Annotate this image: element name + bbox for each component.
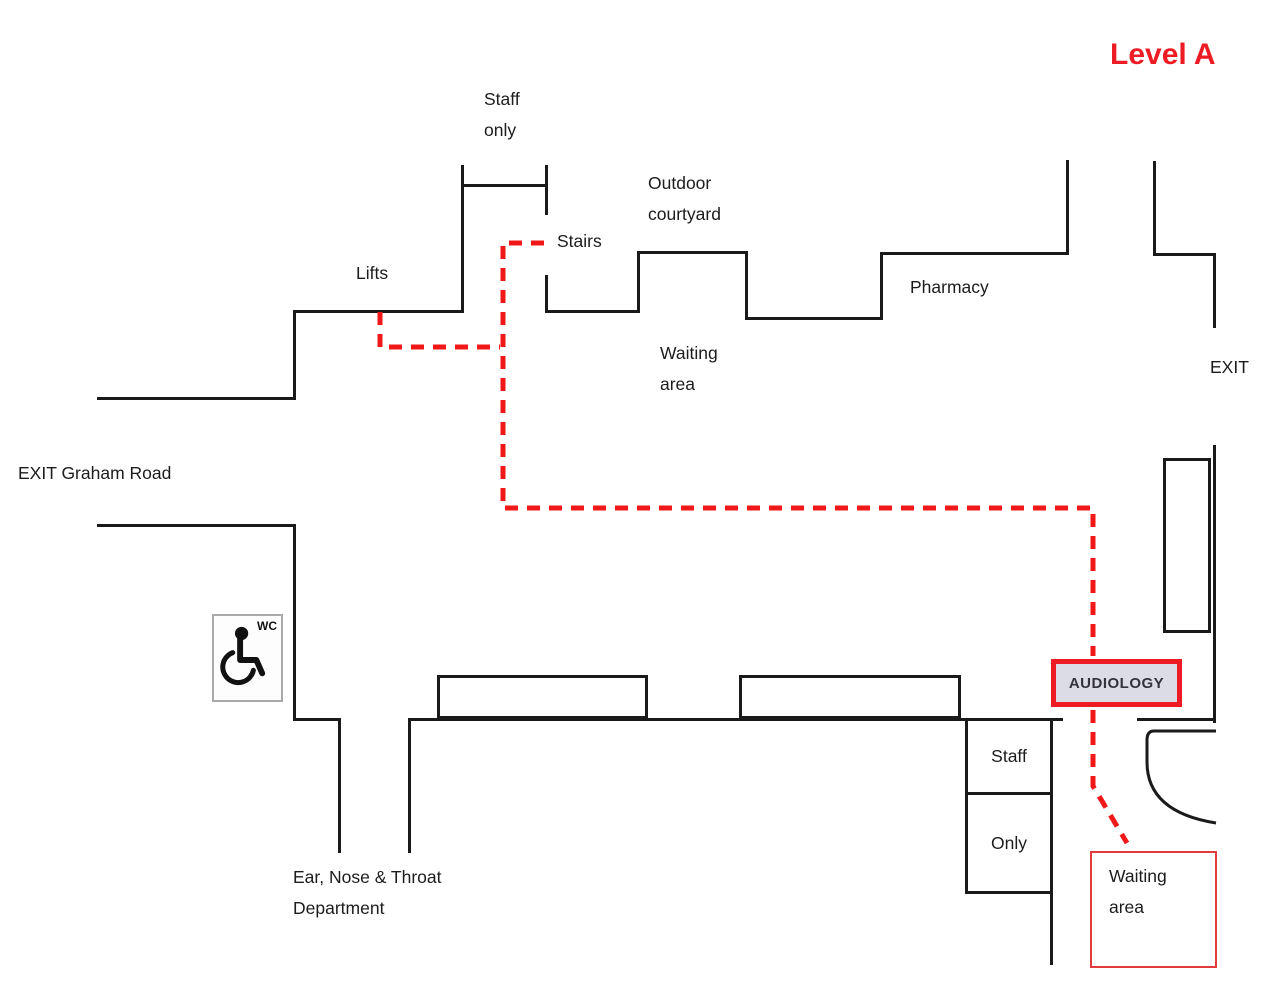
central-waiting-label: Waiting area	[660, 343, 718, 394]
counter-1	[437, 675, 648, 719]
wall-segment	[545, 310, 640, 313]
wall-segment	[545, 165, 548, 215]
wall-segment	[1213, 445, 1216, 723]
ent-department-label: Ear, Nose & Throat Department	[293, 867, 442, 918]
wall-segment	[97, 524, 296, 527]
route-segment-2	[1090, 710, 1130, 845]
wall-segment	[1050, 894, 1053, 965]
audiology-room-badge: AUDIOLOGY	[1051, 659, 1182, 707]
wall-segment	[461, 184, 548, 187]
wall-segment	[97, 397, 296, 400]
right-side-room	[1163, 458, 1211, 633]
wall-segment	[1153, 161, 1156, 256]
wall-segment	[293, 310, 464, 313]
outdoor-courtyard-label: Outdoor courtyard	[648, 173, 721, 224]
staff-room-label: Staff	[991, 746, 1027, 766]
only-room: Only	[965, 792, 1053, 894]
counter-2	[739, 675, 961, 719]
wall-segment	[880, 252, 883, 320]
wall-segment	[637, 251, 748, 254]
wall-segment	[745, 251, 748, 320]
audiology-label: AUDIOLOGY	[1068, 674, 1165, 692]
wall-segment	[293, 524, 296, 721]
wall-segment	[1213, 253, 1216, 328]
wall-segment	[293, 718, 341, 721]
wall-segment	[1137, 718, 1216, 721]
wc-label: WC	[257, 619, 277, 633]
route-segment-3	[377, 312, 500, 350]
wall-segment	[880, 252, 1069, 255]
wall-segment	[1066, 160, 1069, 255]
pharmacy-label: Pharmacy	[910, 277, 989, 297]
page-title: Level A	[1110, 38, 1216, 71]
stairs-label: Stairs	[557, 231, 602, 251]
only-room-label: Only	[991, 832, 1027, 853]
route-segment-1	[500, 240, 1096, 656]
staff-room: Staff	[965, 718, 1053, 795]
exit-graham-road-label: EXIT Graham Road	[18, 463, 172, 483]
accessible-wc-sign: WC	[212, 614, 283, 702]
wall-segment	[545, 275, 548, 313]
wall-segment	[461, 165, 464, 313]
door-swing-arc	[1145, 729, 1217, 825]
wall-segment	[1153, 253, 1216, 256]
wheelchair-icon	[220, 626, 266, 686]
lifts-label: Lifts	[356, 263, 389, 283]
bottom-waiting-area: Waiting area	[1090, 851, 1217, 968]
bottom-waiting-area-label: Waiting area	[1109, 866, 1167, 917]
wall-segment	[637, 251, 640, 313]
exit-right-label: EXIT	[1210, 357, 1249, 377]
wall-segment	[408, 718, 1063, 721]
wall-segment	[408, 718, 411, 853]
wall-segment	[745, 317, 883, 320]
wall-segment	[338, 718, 341, 853]
staff-only-label: Staff only	[484, 89, 520, 140]
wall-segment	[293, 310, 296, 400]
